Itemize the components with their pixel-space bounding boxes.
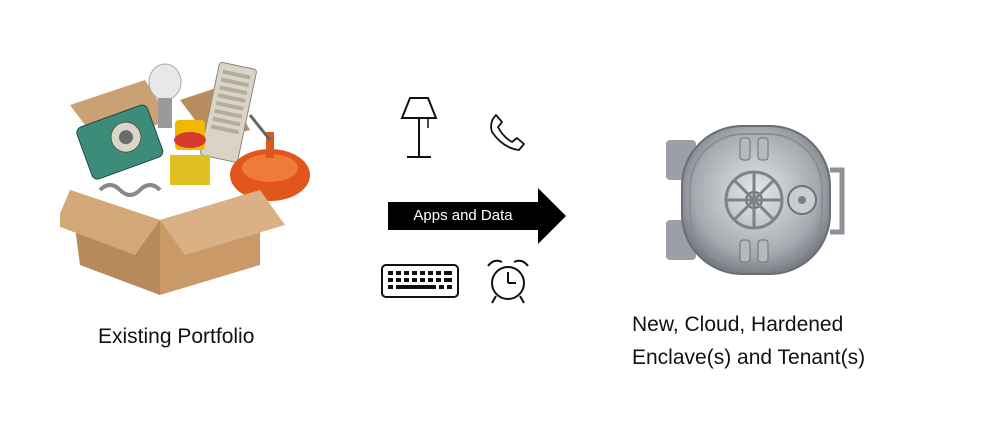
keyboard-icon — [380, 263, 460, 299]
label-line-1: New, Cloud, Hardened — [632, 313, 844, 336]
label-line-2: Enclave(s) and Tenant(s) — [632, 346, 866, 369]
alarm-clock-icon — [484, 256, 532, 306]
cardboard-box-illustration — [55, 60, 310, 300]
apps-and-data-arrow: Apps and Data — [388, 188, 568, 244]
hardened-enclave-label: New, Cloud, Hardened Enclave(s) and Tena… — [632, 308, 962, 374]
lamp-icon — [398, 96, 440, 160]
arrow-label: Apps and Data — [413, 207, 513, 224]
phone-icon — [488, 112, 526, 152]
vault-door-illustration — [662, 120, 850, 280]
existing-portfolio-label: Existing Portfolio — [98, 325, 255, 348]
